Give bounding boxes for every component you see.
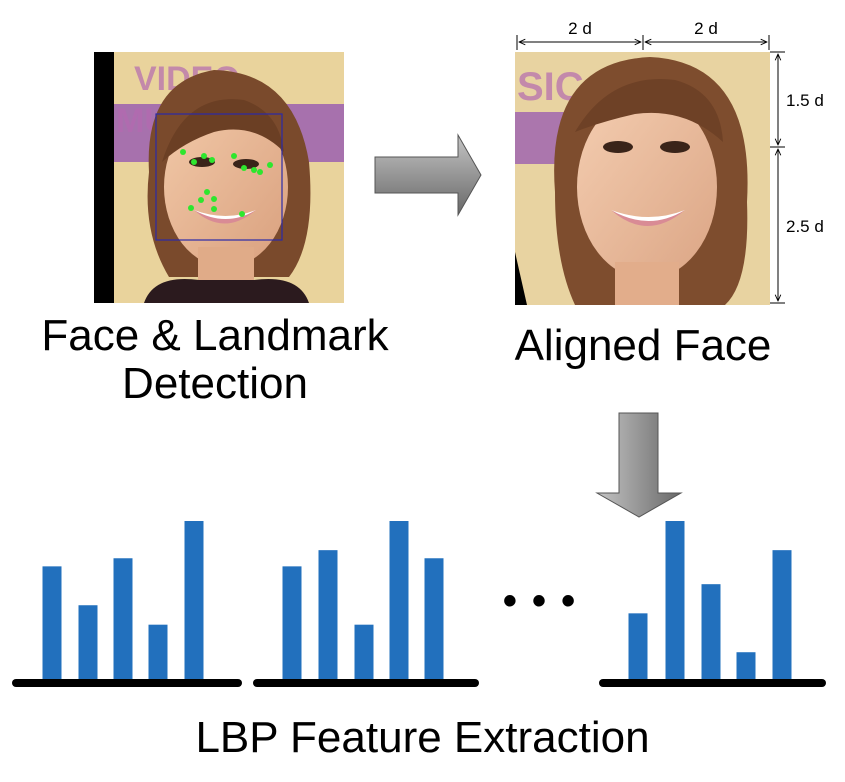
detection-caption-line1: Face & Landmark <box>41 311 389 360</box>
width-label-right: 2 d <box>694 19 718 38</box>
landmark-point <box>201 153 207 159</box>
aligned-caption: Aligned Face <box>514 321 772 370</box>
landmark-point <box>257 169 263 175</box>
histogram-bar <box>148 624 168 683</box>
landmark-point <box>267 162 273 168</box>
height-label-top: 1.5 d <box>786 91 824 110</box>
landmark-point <box>231 153 237 159</box>
landmark-point <box>188 205 194 211</box>
landmark-points <box>180 149 273 217</box>
face-bounding-box <box>155 113 283 241</box>
histogram-bar <box>42 566 62 683</box>
histogram <box>599 521 826 687</box>
extraction-caption: LBP Feature Extraction <box>195 713 650 762</box>
histogram-bar <box>318 550 338 683</box>
landmark-point <box>180 149 186 155</box>
landmark-point <box>204 189 210 195</box>
histogram-bar <box>184 521 204 683</box>
right-arrow <box>374 133 482 217</box>
aligned-photo: SIC <box>515 52 770 305</box>
landmark-point <box>209 157 215 163</box>
landmark-point <box>241 165 247 171</box>
detection-photo: VIDEO MUSIC <box>94 52 344 303</box>
landmark-point <box>251 167 257 173</box>
landmark-point <box>198 197 204 203</box>
landmark-point <box>211 196 217 202</box>
histogram-bar <box>772 550 792 683</box>
histogram-bar <box>665 521 685 683</box>
histogram-bar <box>424 558 444 683</box>
landmark-point <box>191 159 197 165</box>
histogram <box>253 521 479 687</box>
down-arrow <box>595 412 683 518</box>
detection-caption: Face & Landmark Detection <box>0 312 430 407</box>
landmark-point <box>239 211 245 217</box>
histogram-bar <box>701 584 721 683</box>
ellipsis-dots: • • • <box>502 579 578 623</box>
height-label-bottom: 2.5 d <box>786 217 824 236</box>
width-label-left: 2 d <box>568 19 592 38</box>
histogram <box>12 521 242 687</box>
histogram-bar <box>282 566 302 683</box>
histogram-bar <box>628 613 648 683</box>
histogram-bar <box>113 558 133 683</box>
landmark-point <box>211 206 217 212</box>
histogram-bar <box>736 652 756 683</box>
detection-caption-line2: Detection <box>122 358 308 408</box>
histogram-bar <box>78 605 98 683</box>
histogram-bar <box>389 521 409 683</box>
dimension-annotations: 2 d 2 d 1.5 d 2.5 d <box>516 19 824 304</box>
histogram-bar <box>354 624 374 683</box>
lbp-histograms <box>12 521 826 687</box>
